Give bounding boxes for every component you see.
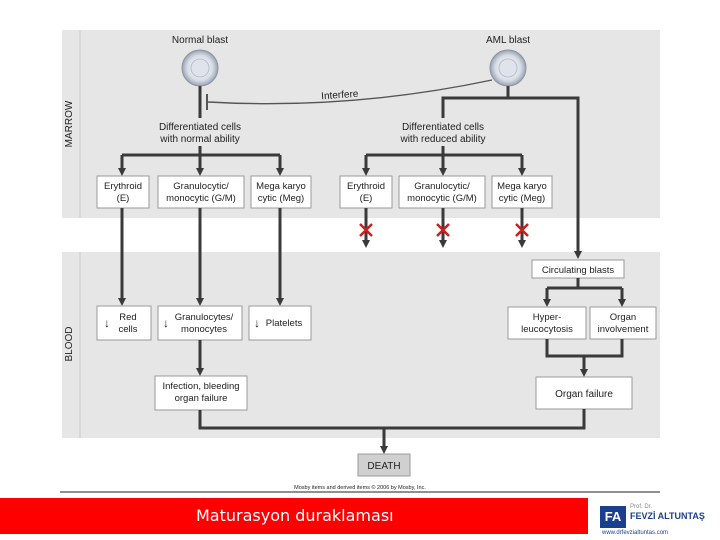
aml-meg-l1: Mega karyo	[497, 181, 547, 192]
caption-text: Maturasyon duraklaması	[196, 506, 394, 525]
platelets-box	[248, 305, 312, 341]
platelets-down-icon: ↓	[254, 316, 260, 330]
blood-label: BLOOD	[64, 326, 75, 361]
granulocytes-l2: monocytes	[181, 324, 227, 335]
organ-failure-box	[535, 376, 633, 410]
circulating-blasts-label: Circulating blasts	[542, 265, 615, 276]
normal-meg-l1: Mega karyo	[256, 181, 306, 192]
granulocytes-down-icon: ↓	[163, 316, 169, 330]
organ-involvement-l1: Organ	[610, 312, 636, 323]
aml-meg-l2: cytic (Meg)	[499, 193, 545, 204]
aml-header-line2: with reduced ability	[399, 134, 485, 145]
normal-gm-l2: monocytic (G/M)	[166, 193, 236, 204]
red-cells-l1: Red	[119, 312, 136, 323]
platelets-label: Platelets	[266, 318, 303, 329]
aml-erythroid-l2: (E)	[360, 193, 373, 204]
infection-l1: Infection, bleeding	[162, 381, 239, 392]
aml-gm-block-x-icon	[436, 223, 450, 237]
normal-gm-box	[157, 175, 245, 209]
organ-failure-label: Organ failure	[555, 389, 613, 400]
caption-bar: Maturasyon duraklaması	[0, 498, 588, 534]
infection-l2: organ failure	[175, 393, 228, 404]
aml-meg-block-x-icon	[515, 223, 529, 237]
aml-gm-l1: Granulocytic/	[414, 181, 470, 192]
credit-line: Mosby items and derived items © 2006 by …	[294, 484, 426, 491]
infection-box	[154, 375, 248, 411]
interfere-arrow	[207, 79, 493, 105]
death-label: DEATH	[367, 461, 400, 472]
normal-blast-label: Normal blast	[172, 35, 228, 46]
aml-erythroid-box	[339, 175, 393, 209]
marrow-label: MARROW	[64, 100, 75, 147]
hyper-l1: Hyper-	[533, 312, 562, 323]
logo: FA Prof. Dr. FEVZİ ALTUNTAŞ www.drfevzia…	[596, 500, 716, 538]
logo-name: FEVZİ ALTUNTAŞ	[630, 511, 705, 521]
circulating-split-bracket	[547, 278, 622, 290]
normal-erythroid-l2: (E)	[117, 193, 130, 204]
hyperleukocytosis-box	[507, 306, 587, 340]
to-death-merge-line	[198, 409, 586, 450]
aml-header-line1: Differentiated cells	[402, 122, 484, 133]
aml-circulating-path	[508, 96, 582, 259]
logo-subtitle: Prof. Dr.	[630, 504, 653, 510]
red-cells-down-icon: ↓	[104, 316, 110, 330]
interfere-label: Interfere	[321, 89, 359, 103]
aml-erythroid-l1: Erythroid	[347, 181, 385, 192]
aml-blast-label: AML blast	[486, 35, 530, 46]
hyper-organ-merge-line	[545, 339, 624, 373]
blood-panel	[62, 252, 660, 438]
organ-involvement-l2: involvement	[598, 324, 649, 335]
normal-header-line2: with normal ability	[159, 134, 239, 145]
hyper-l2: leucocytosis	[521, 324, 573, 335]
logo-mark-icon: FA	[600, 506, 626, 528]
aml-gm-box	[398, 175, 486, 209]
normal-meg-l2: cytic (Meg)	[258, 193, 304, 204]
granulocytes-l1: Granulocytes/	[175, 312, 234, 323]
aml-erythroid-block-x-icon	[359, 223, 373, 237]
normal-header-line1: Differentiated cells	[159, 122, 241, 133]
normal-gm-l1: Granulocytic/	[173, 181, 229, 192]
red-cells-l2: cells	[118, 324, 137, 335]
aml-reduced-bracket	[441, 96, 508, 118]
red-cells-box	[96, 305, 152, 341]
normal-blast-nucleus-icon	[190, 58, 210, 78]
aml-meg-box	[491, 175, 553, 209]
death-box	[357, 453, 411, 477]
aml-blast-nucleus-icon	[498, 58, 518, 78]
logo-url: www.drfevzialtuntas.com	[602, 530, 669, 536]
aml-gm-l2: monocytic (G/M)	[407, 193, 477, 204]
normal-erythroid-l1: Erythroid	[104, 181, 142, 192]
